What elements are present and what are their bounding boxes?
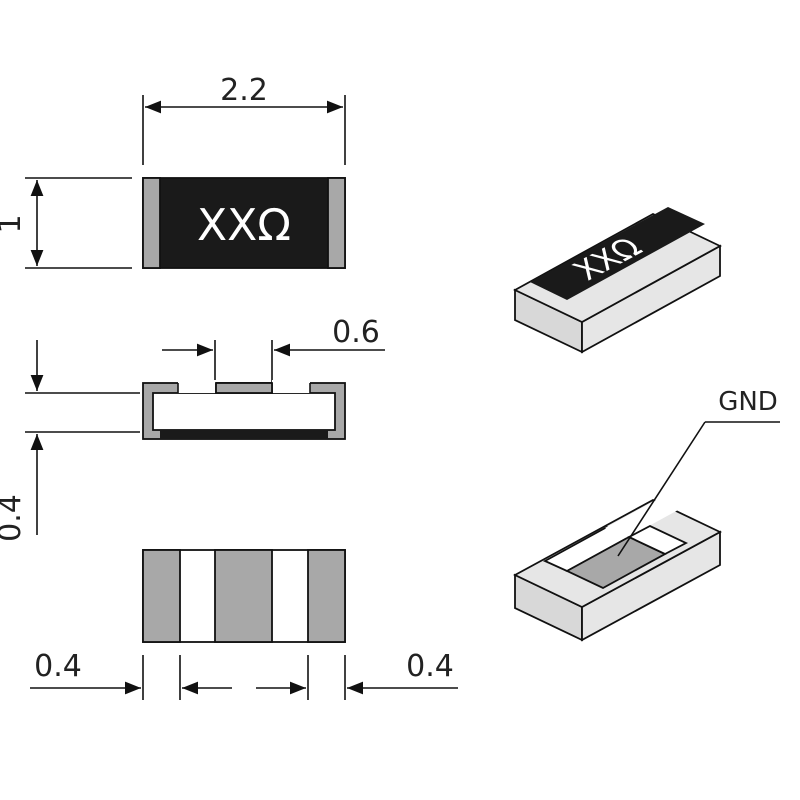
- side-substrate: [152, 392, 336, 431]
- height-label: 0.4: [0, 494, 28, 542]
- width-label: 1: [0, 214, 28, 233]
- side-gap-right: [272, 380, 310, 393]
- side-center-pad: [215, 382, 273, 394]
- bottom-terminal-right: [307, 549, 346, 643]
- gnd-label: GND: [718, 387, 778, 417]
- iso-bottom-gap-right: [605, 494, 689, 538]
- terminal-left-label: 0.4: [34, 649, 82, 684]
- terminal-left-top: [142, 177, 161, 269]
- side-resistive-layer: [160, 430, 328, 439]
- pad-gap-label: 0.6: [332, 315, 380, 350]
- iso-bottom-view: GND: [513, 387, 780, 642]
- bottom-terminal-left: [142, 549, 181, 643]
- terminal-right-top: [327, 177, 346, 269]
- top-view: 2.2 1 XXΩ: [0, 73, 346, 269]
- iso-top-view: XXΩ: [513, 207, 722, 354]
- terminal-right-label: 0.4: [406, 649, 454, 684]
- bottom-ground-pad: [214, 549, 273, 643]
- iso-top-body: [530, 207, 705, 300]
- resistance-marking: XXΩ: [197, 200, 291, 251]
- side-gap-left: [178, 380, 216, 393]
- resistor-body-top: [142, 177, 346, 269]
- iso-bottom-gap-right-visible: [626, 524, 689, 556]
- gnd-leader-line: [617, 421, 706, 557]
- length-label: 2.2: [220, 73, 268, 108]
- bottom-view: 0.4 0.4: [30, 549, 458, 700]
- side-view: 0.6 0.4: [0, 315, 385, 542]
